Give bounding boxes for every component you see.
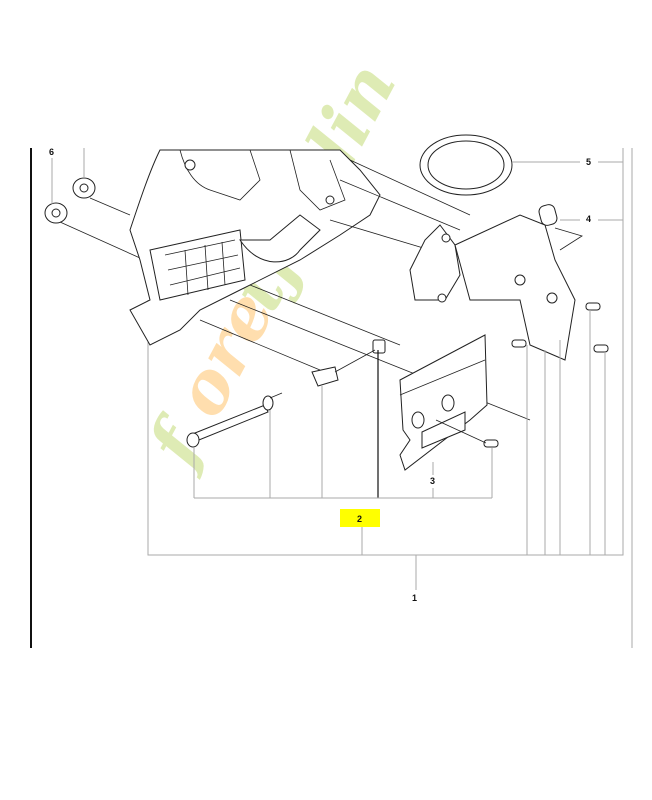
assembly-bracket-1 [147, 148, 624, 556]
callout-3[interactable]: 3 [430, 476, 435, 486]
highlight-box-2 [340, 509, 380, 527]
callout-4[interactable]: 4 [586, 214, 591, 224]
chain-brake-plate [409, 214, 609, 555]
grommet-part-6 [44, 148, 141, 259]
bushing-part-4 [538, 204, 623, 251]
guide-plate-part-3 [399, 334, 499, 498]
callout-6[interactable]: 6 [49, 147, 54, 157]
ring-part-5 [419, 134, 623, 196]
nut-block [311, 339, 386, 498]
callout-2[interactable]: 2 [357, 514, 362, 524]
callout-5[interactable]: 5 [586, 157, 591, 167]
callout-1[interactable]: 1 [412, 593, 417, 603]
adjuster-screw [186, 392, 283, 498]
